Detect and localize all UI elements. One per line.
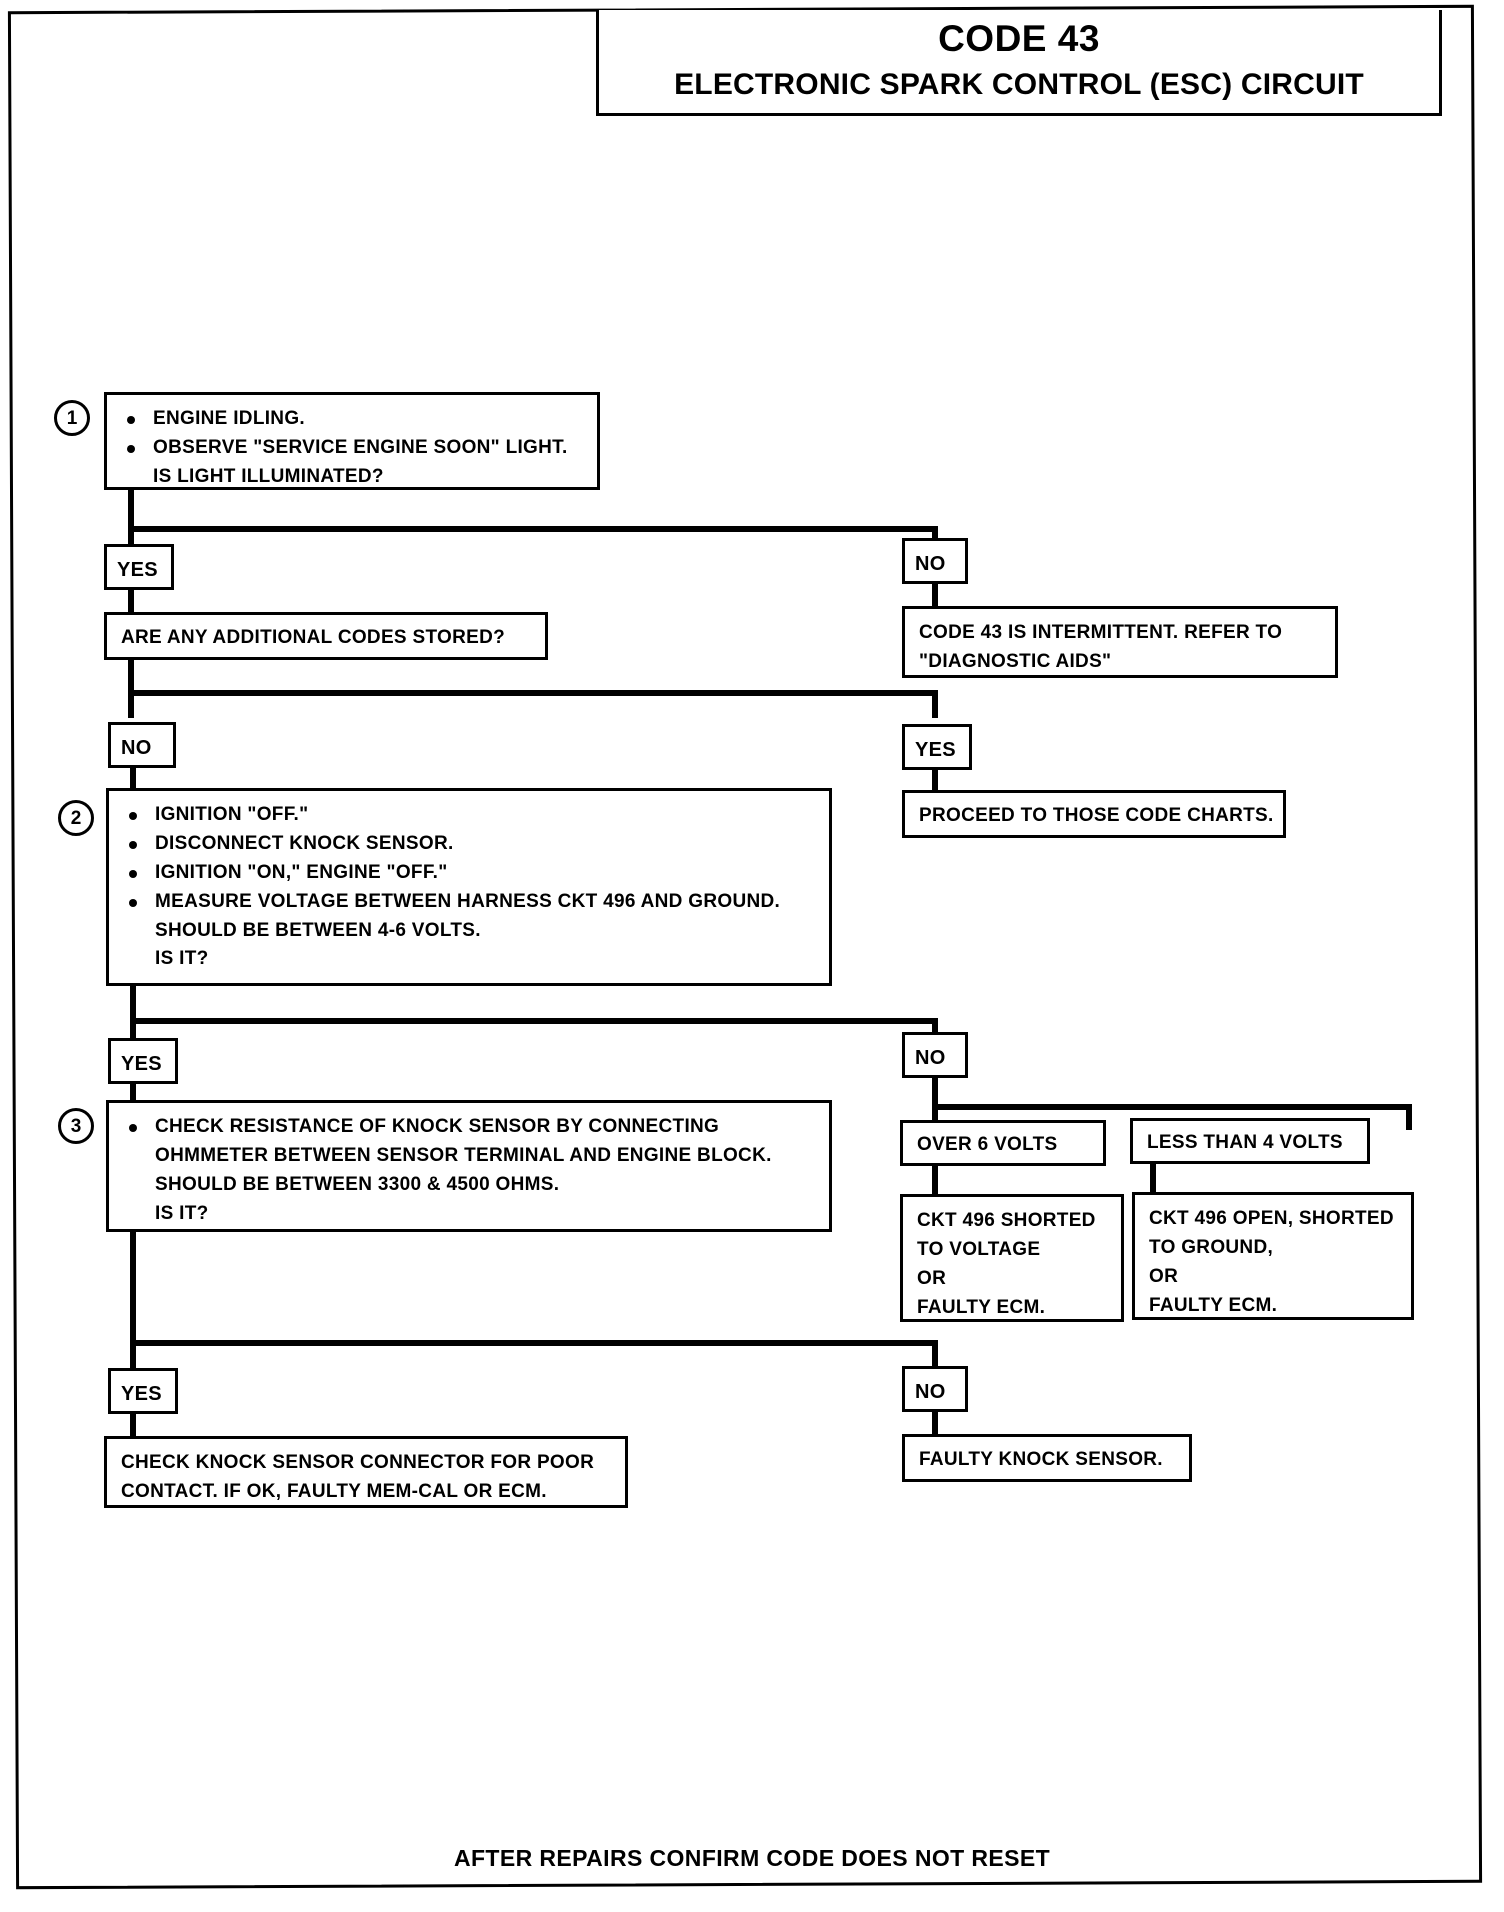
proceed-charts-box: PROCEED TO THOSE CODE CHARTS. [902, 790, 1286, 838]
step-2-line-2: DISCONNECT KNOCK SENSOR. [123, 830, 815, 859]
connector-step3-down [130, 1232, 136, 1290]
branch-label-yes-4: YES [108, 1368, 178, 1414]
branch-label-yes-1: YES [104, 544, 174, 590]
branch-label-no-2: NO [108, 722, 176, 768]
step-2-line-6: IS IT? [155, 948, 209, 970]
page-title-circuit: ELECTRONIC SPARK CONTROL (ESC) CIRCUIT [674, 67, 1364, 101]
branch-label-no-4: NO [902, 1366, 968, 1412]
step-1-line-3: IS LIGHT ILLUMINATED? [153, 465, 384, 487]
faulty-sensor-box: FAULTY KNOCK SENSOR. [902, 1434, 1192, 1482]
open-shorted-ground-box: CKT 496 OPEN, SHORTED TO GROUND, OR FAUL… [1132, 1192, 1414, 1320]
step-1-list: ENGINE IDLING. OBSERVE "SERVICE ENGINE S… [121, 405, 583, 492]
step-2-line-3: IGNITION "ON," ENGINE "OFF." [123, 859, 815, 888]
step-3-line-3: SHOULD BE BETWEEN 3300 & 4500 OHMS. [155, 1173, 560, 1195]
intermittent-box: CODE 43 IS INTERMITTENT. REFER TO "DIAGN… [902, 606, 1338, 678]
connector-step3-yes-stem [130, 1286, 136, 1344]
step-2-line-4: MEASURE VOLTAGE BETWEEN HARNESS CKT 496 … [123, 888, 815, 917]
step-3-line-2: OHMMETER BETWEEN SENSOR TERMINAL AND ENG… [155, 1144, 772, 1166]
connector-step2-down [130, 986, 136, 1028]
branch-label-no-3: NO [902, 1032, 968, 1078]
shorted-to-voltage-box: CKT 496 SHORTED TO VOLTAGE OR FAULTY ECM… [900, 1194, 1124, 1322]
connector-yes3-to-step3 [130, 1084, 136, 1106]
title-block: CODE 43 ELECTRONIC SPARK CONTROL (ESC) C… [596, 10, 1442, 116]
over-6-volts-box: OVER 6 VOLTS [900, 1120, 1106, 1166]
faulty-sensor-line-1: FAULTY KNOCK SENSOR. [919, 1449, 1163, 1470]
connector-codes-across [128, 690, 938, 696]
step-2-line-1: IGNITION "OFF." [123, 801, 815, 830]
additional-codes-box: ARE ANY ADDITIONAL CODES STORED? [104, 612, 548, 660]
connector-step3-across [130, 1340, 938, 1346]
connector-yes1-to-codes [128, 590, 134, 614]
connector-step2-yes-down [130, 1018, 136, 1048]
connector-codes-no-down [128, 690, 134, 718]
connector-step1-down [128, 490, 134, 532]
connector-no4-to-faulty [932, 1412, 938, 1436]
less-than-4-volts-line-1: LESS THAN 4 VOLTS [1147, 1132, 1343, 1153]
step-1-line-2: OBSERVE "SERVICE ENGINE SOON" LIGHT. [121, 434, 583, 463]
connector-no3-right-down [1406, 1104, 1412, 1130]
connector-codes-down [128, 660, 134, 696]
connector-no3-down [932, 1078, 938, 1110]
connector-step1-across [128, 526, 938, 532]
connector-step2-across [130, 1018, 938, 1024]
shorted-to-voltage-line-3: OR [917, 1267, 947, 1289]
check-connector-line-2: CONTACT. IF OK, FAULTY MEM-CAL OR ECM. [121, 1480, 547, 1502]
connector-no3-across [932, 1104, 1412, 1110]
open-shorted-ground-line-2: TO GROUND, [1149, 1236, 1274, 1258]
connector-no3-left-down [932, 1104, 938, 1130]
footer-note: AFTER REPAIRS CONFIRM CODE DOES NOT RESE… [453, 1845, 1051, 1871]
step-1-box: ENGINE IDLING. OBSERVE "SERVICE ENGINE S… [104, 392, 600, 490]
connector-yes4-to-check [130, 1414, 136, 1438]
shorted-to-voltage-line-1: CKT 496 SHORTED [917, 1210, 1096, 1231]
over-6-volts-line-1: OVER 6 VOLTS [917, 1134, 1058, 1155]
connector-no2-to-step2 [130, 768, 136, 790]
check-connector-box: CHECK KNOCK SENSOR CONNECTOR FOR POOR CO… [104, 1436, 628, 1508]
page-title-code: CODE 43 [938, 18, 1100, 59]
shorted-to-voltage-line-2: TO VOLTAGE [917, 1238, 1041, 1260]
connector-step3-no-down [932, 1340, 938, 1370]
step-1-line-1: ENGINE IDLING. [121, 405, 583, 434]
connector-over6-down [932, 1166, 938, 1196]
connector-step1-yes-down [128, 526, 134, 554]
step-number-1: 1 [54, 400, 90, 436]
step-3-line-4: IS IT? [155, 1202, 209, 1224]
branch-label-no-1: NO [902, 538, 968, 584]
additional-codes-line-1: ARE ANY ADDITIONAL CODES STORED? [121, 627, 506, 648]
open-shorted-ground-line-4: FAULTY ECM. [1149, 1294, 1278, 1316]
intermittent-line-2: "DIAGNOSTIC AIDS" [919, 650, 1112, 672]
open-shorted-ground-line-3: OR [1149, 1265, 1179, 1287]
connector-less4-down [1150, 1164, 1156, 1196]
branch-label-yes-2: YES [902, 724, 972, 770]
intermittent-line-1: CODE 43 IS INTERMITTENT. REFER TO [919, 622, 1283, 643]
step-3-list: CHECK RESISTANCE OF KNOCK SENSOR BY CONN… [123, 1113, 815, 1229]
connector-no1-to-intermittent [932, 584, 938, 608]
shorted-to-voltage-line-4: FAULTY ECM. [917, 1296, 1046, 1318]
proceed-charts-line-1: PROCEED TO THOSE CODE CHARTS. [919, 805, 1274, 826]
step-2-box: IGNITION "OFF." DISCONNECT KNOCK SENSOR.… [106, 788, 832, 986]
step-2-list: IGNITION "OFF." DISCONNECT KNOCK SENSOR.… [123, 801, 815, 974]
connector-codes-yes-down [932, 690, 938, 718]
less-than-4-volts-box: LESS THAN 4 VOLTS [1130, 1118, 1370, 1164]
open-shorted-ground-line-1: CKT 496 OPEN, SHORTED [1149, 1208, 1394, 1229]
step-2-line-5: SHOULD BE BETWEEN 4-6 VOLTS. [155, 919, 481, 941]
check-connector-line-1: CHECK KNOCK SENSOR CONNECTOR FOR POOR [121, 1452, 595, 1473]
connector-step3-yes-down [130, 1340, 136, 1370]
step-3-box: CHECK RESISTANCE OF KNOCK SENSOR BY CONN… [106, 1100, 832, 1232]
step-number-3: 3 [58, 1108, 94, 1144]
branch-label-yes-3: YES [108, 1038, 178, 1084]
step-number-2: 2 [58, 800, 94, 836]
connector-yes2-to-proceed [932, 770, 938, 792]
step-3-line-1: CHECK RESISTANCE OF KNOCK SENSOR BY CONN… [123, 1113, 815, 1142]
